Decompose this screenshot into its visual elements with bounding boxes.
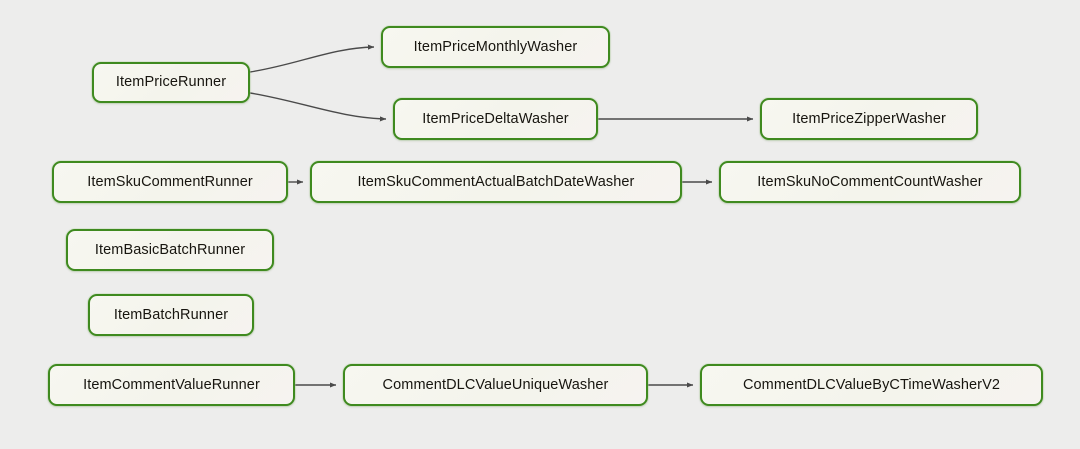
node-label: ItemBatchRunner [113, 306, 229, 323]
node-label: ItemSkuCommentRunner [87, 173, 253, 190]
node-label: ItemCommentValueRunner [83, 376, 260, 393]
node-comment-dlc-value-by-ctime-washer-v2[interactable]: CommentDLCValueByCTimeWasherV2 [700, 364, 1043, 406]
node-label: CommentDLCValueUniqueWasher [382, 376, 609, 393]
edge-price-runner-to-delta [249, 92, 387, 122]
node-item-price-delta-washer[interactable]: ItemPriceDeltaWasher [393, 98, 598, 140]
node-label: ItemBasicBatchRunner [94, 241, 246, 258]
node-comment-dlc-value-unique-washer[interactable]: CommentDLCValueUniqueWasher [343, 364, 648, 406]
node-label: ItemSkuNoCommentCountWasher [757, 173, 983, 190]
node-item-sku-comment-actual-batch-date-washer[interactable]: ItemSkuCommentActualBatchDateWasher [310, 161, 682, 203]
node-item-sku-comment-runner[interactable]: ItemSkuCommentRunner [52, 161, 288, 203]
node-label: ItemPriceZipperWasher [792, 110, 946, 127]
node-label: CommentDLCValueByCTimeWasherV2 [742, 376, 1001, 393]
node-item-price-zipper-washer[interactable]: ItemPriceZipperWasher [760, 98, 978, 140]
node-label: ItemPriceDeltaWasher [422, 110, 569, 127]
node-label: ItemPriceRunner [115, 74, 227, 91]
node-item-batch-runner[interactable]: ItemBatchRunner [88, 294, 254, 336]
node-item-price-runner[interactable]: ItemPriceRunner [92, 62, 250, 103]
node-item-comment-value-runner[interactable]: ItemCommentValueRunner [48, 364, 295, 406]
edge-price-runner-to-monthly [249, 44, 375, 73]
node-item-price-monthly-washer[interactable]: ItemPriceMonthlyWasher [381, 26, 610, 68]
node-label: ItemSkuCommentActualBatchDateWasher [357, 173, 635, 190]
node-item-basic-batch-runner[interactable]: ItemBasicBatchRunner [66, 229, 274, 271]
node-item-sku-no-comment-count-washer[interactable]: ItemSkuNoCommentCountWasher [719, 161, 1021, 203]
node-label: ItemPriceMonthlyWasher [413, 38, 578, 55]
